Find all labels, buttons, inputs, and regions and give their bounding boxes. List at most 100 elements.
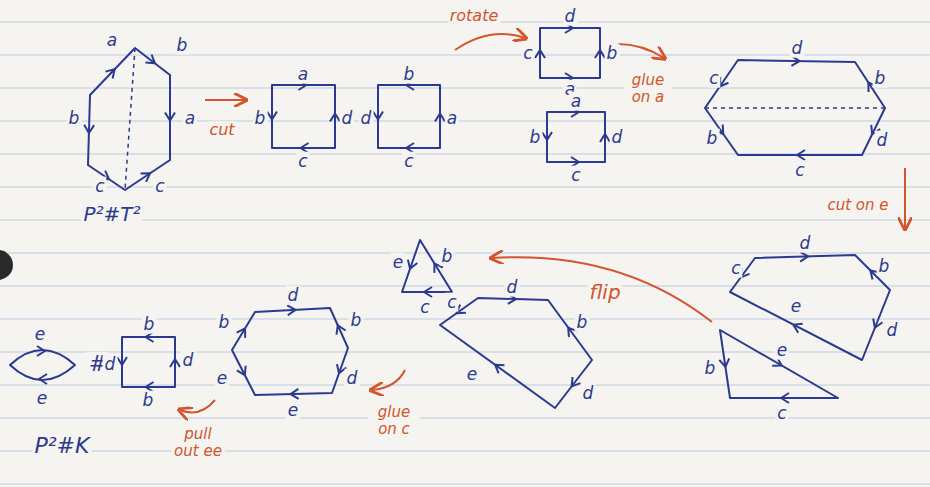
edge-label: b: [528, 128, 543, 147]
polygons: [10, 23, 890, 408]
rule-line: [0, 418, 930, 419]
polygon: [540, 28, 600, 78]
ruled-paper: [0, 22, 930, 484]
edge-arrow: [492, 361, 504, 374]
edge-label: b: [440, 247, 455, 266]
edge-label: e: [775, 341, 789, 360]
edge-arrow: [870, 319, 882, 330]
edge-label: b: [575, 313, 590, 332]
edge-label: c: [707, 69, 720, 88]
edge-label: d: [875, 131, 890, 150]
edge-label: d: [345, 369, 360, 388]
edge-arrow: [535, 50, 545, 58]
edge-arrow: [141, 169, 153, 182]
edge-label: c: [296, 152, 309, 171]
annotation: cut: [207, 121, 236, 139]
edge-arrow: [791, 320, 803, 333]
edge-label: b: [402, 65, 417, 84]
rule-line: [0, 121, 930, 122]
edge-label: a: [105, 31, 119, 50]
rule-line: [0, 253, 930, 254]
edge-label: b: [877, 257, 892, 276]
edge-arrow: [145, 54, 157, 67]
edge-label: b: [253, 109, 268, 128]
annotation: pull out ee: [171, 426, 225, 459]
edge-label: b: [705, 129, 720, 148]
edge-label: c: [793, 161, 806, 180]
lens-polygon: [10, 350, 75, 380]
edge-arrow: [170, 359, 180, 367]
surface-name: P²#T²: [81, 203, 142, 225]
edge-arrow: [405, 260, 417, 271]
edge-label: b: [703, 359, 718, 378]
polygon: [88, 48, 170, 190]
edge-arrow: [165, 113, 175, 121]
polygon: [730, 255, 890, 360]
annotation: flip: [587, 281, 622, 303]
edge-arrow: [542, 132, 552, 140]
edge-arrow: [290, 389, 298, 399]
edge-label: e: [789, 297, 803, 316]
edge-label: a: [445, 109, 459, 128]
edge-label: d: [610, 128, 625, 147]
edge-label: b: [873, 69, 888, 88]
edge-label: a: [569, 92, 583, 111]
edge-label: c: [153, 177, 166, 196]
edge-arrow: [330, 114, 340, 122]
edge-arrow: [373, 112, 383, 120]
edge-label: d: [181, 351, 196, 370]
polygon: [232, 308, 348, 395]
rule-line: [0, 88, 930, 89]
edge-label: e: [33, 325, 47, 344]
edge-arrow: [435, 114, 445, 122]
edge-label: c: [569, 166, 582, 185]
edge-label: b: [142, 315, 157, 334]
polygon: [272, 85, 335, 148]
edge-arrow: [37, 346, 45, 356]
edge-label: d: [790, 39, 805, 58]
edge-label: e: [35, 389, 49, 408]
polygon: [440, 298, 592, 408]
binder-hole: [0, 250, 13, 280]
edge-label: e: [286, 401, 300, 420]
edge-label: e: [391, 253, 405, 272]
edge-label: b: [175, 36, 190, 55]
edge-label: d: [359, 109, 374, 128]
polygon: [705, 60, 885, 155]
edge-label: e: [465, 365, 479, 384]
edge-label: d: [885, 321, 900, 340]
edge-arrow: [719, 358, 730, 367]
edge-arrow: [105, 66, 118, 79]
rule-line: [0, 286, 930, 287]
edge-arrow: [287, 305, 296, 315]
polygon: [547, 112, 605, 162]
rule-line: [0, 352, 930, 353]
edge-arrow: [267, 112, 277, 120]
annotation: glue on c: [368, 404, 420, 437]
rule-line: [0, 385, 930, 386]
edge-arrow: [117, 357, 127, 365]
edge-arrow: [791, 56, 799, 66]
edge-label: b: [349, 311, 364, 330]
edge-label: d: [103, 355, 118, 374]
edge-label: b: [217, 313, 232, 332]
edge-arrow: [84, 125, 94, 133]
annotation: rotate: [448, 7, 501, 25]
annotation: cut on e: [825, 197, 890, 214]
edge-label: b: [67, 109, 82, 128]
rule-line: [0, 451, 930, 452]
polygon: [720, 330, 838, 398]
edge-label: d: [505, 278, 520, 297]
edge-label: b: [605, 44, 620, 63]
edge-label: d: [286, 286, 301, 305]
edge-arrow: [800, 251, 808, 261]
rule-line: [0, 187, 930, 188]
edge-label: c: [521, 44, 534, 63]
edge-arrow: [39, 374, 47, 384]
edge-label: c: [418, 298, 431, 317]
edge-label: c: [729, 259, 742, 278]
edge-label: c: [775, 404, 788, 423]
edge-arrow: [146, 332, 154, 342]
edge-label: a: [296, 65, 310, 84]
polygon: [122, 337, 175, 387]
